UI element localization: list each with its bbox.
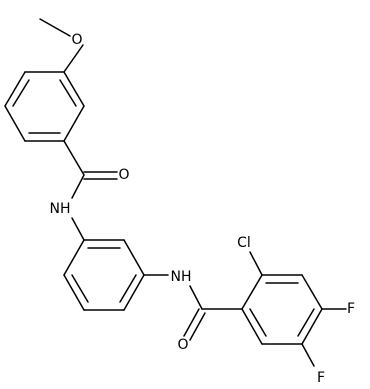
bond-oxygen-ring <box>63 44 84 73</box>
bond-middle-ring-4 <box>123 274 145 311</box>
oxygen-lower-carbonyl-label: O <box>177 337 188 353</box>
atom-labels: O O NH NH Cl F F O <box>50 32 356 386</box>
bond-upper-nitrogen-middle-ring <box>71 217 85 241</box>
bond-lower-carbonyl-double-1 <box>183 308 200 337</box>
bond-lower-carbonyl-double-2 <box>189 312 206 341</box>
bond-middle-ring-inner-1 <box>71 274 89 303</box>
bonds <box>4 18 347 367</box>
bond-lower-ring-inner-2 <box>297 308 315 337</box>
bond-lower-ring-1 <box>241 274 263 310</box>
bond-middle-ring-inner-2 <box>119 274 137 303</box>
fluorine-lower-label: F <box>317 370 325 386</box>
bond-upper-ring-6 <box>63 71 85 107</box>
chlorine-label: Cl <box>237 235 251 251</box>
bond-lower-ring-inner-3 <box>249 308 267 337</box>
bond-upper-ring-3 <box>4 105 26 142</box>
bond-lower-nitrogen-carbonyl <box>189 285 203 310</box>
bond-methyl-oxygen <box>39 18 71 37</box>
bond-upper-ring-5 <box>63 105 85 142</box>
bond-ring-fluorine-lower <box>301 343 315 367</box>
nitrogen-upper-amide-label: NH <box>50 201 71 217</box>
bond-upper-ring-2 <box>4 71 26 107</box>
bond-upper-ring-inner-1 <box>12 79 30 107</box>
bond-middle-ring-2 <box>63 274 85 311</box>
bond-lower-ring-6 <box>241 308 263 345</box>
bond-lower-ring-3 <box>301 274 323 310</box>
bond-upper-ring-inner-3 <box>59 79 77 107</box>
bond-upper-carbonyl-nitrogen <box>71 174 85 199</box>
oxygen-methoxy-label: O <box>71 32 82 48</box>
fluorine-upper-label: F <box>347 301 355 317</box>
oxygen-upper-carbonyl-label: O <box>118 167 129 183</box>
bond-ring-chlorine <box>249 251 263 276</box>
nitrogen-lower-amide-label: NH <box>171 269 192 285</box>
bond-lower-ring-4 <box>301 308 323 345</box>
bond-middle-ring-1 <box>63 239 85 276</box>
bond-middle-ring-5 <box>123 239 145 276</box>
bond-ring-carbonyl-upper <box>63 140 85 176</box>
